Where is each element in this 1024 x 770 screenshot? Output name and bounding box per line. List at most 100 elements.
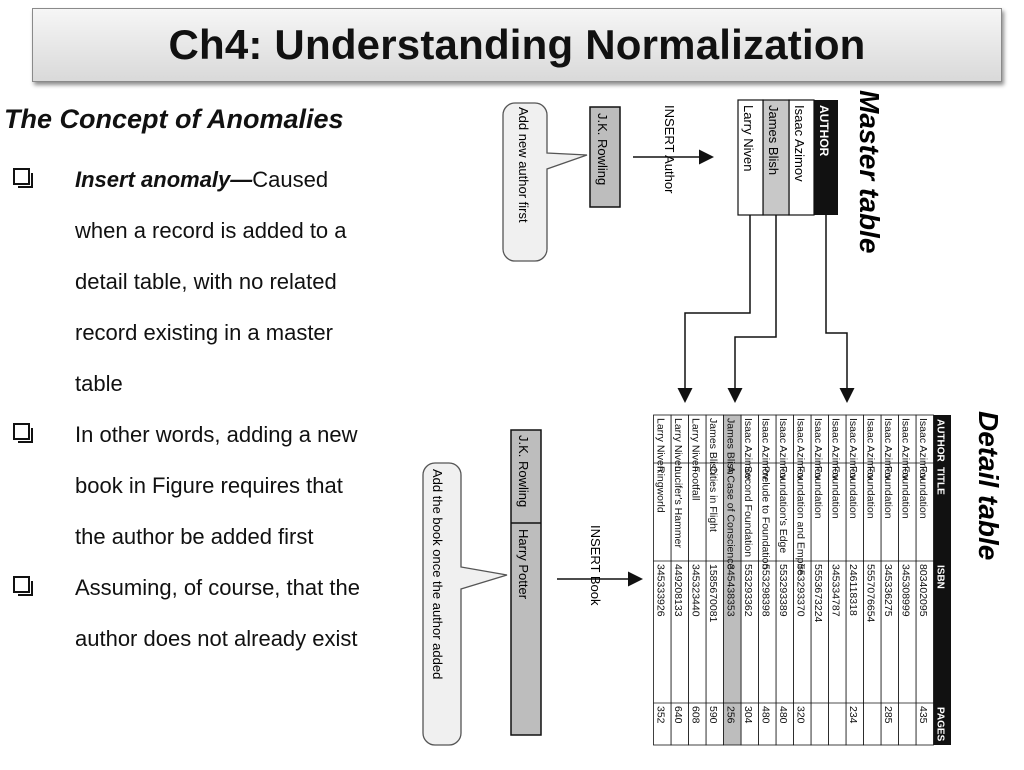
detail-row — [653, 414, 672, 746]
bullet-text: Insert anomaly—Caused when a record is a… — [75, 154, 370, 409]
new-author-box — [589, 106, 621, 208]
bullet-item: Assuming, of course, that the author doe… — [10, 562, 370, 664]
slide-title: Ch4: Understanding Normalization — [168, 21, 866, 68]
detail-cell-text: Foundation — [812, 466, 824, 519]
detail-cell-text: 553293362 — [742, 564, 754, 617]
detail-cell-text: 256 — [725, 706, 737, 724]
detail-cell-text: 553293389 — [777, 564, 789, 617]
callout-book-text: Add the book once the author added — [430, 469, 445, 679]
title-bar: Ch4: Understanding Normalization — [32, 8, 1002, 82]
detail-cell-text: 285 — [882, 706, 894, 724]
detail-header-cell — [933, 415, 951, 745]
master-row-label: James Blish — [766, 105, 781, 175]
bullet-body: In other words, adding a new book in Fig… — [75, 422, 358, 549]
detail-cell-text: Ringworld — [655, 466, 667, 513]
bullet-item: Insert anomaly—Caused when a record is a… — [10, 154, 370, 409]
detail-cell-text: 345308999 — [900, 564, 912, 617]
detail-cell-text: 640 — [672, 706, 684, 724]
detail-cell-text: 1585670081 — [707, 564, 719, 623]
bullet-body: Caused when a record is added to a detai… — [75, 167, 347, 396]
detail-cell-text: 803402095 — [917, 564, 929, 617]
master-row — [762, 99, 790, 216]
detail-cell-text: 234 — [847, 706, 859, 724]
detail-cell-text: James Blish — [725, 418, 737, 475]
bullet-text: In other words, adding a new book in Fig… — [75, 409, 370, 562]
detail-cell-text: 352 — [655, 706, 667, 724]
detail-cell-text: Isaac Azimov — [865, 418, 877, 481]
detail-cell-text: Lucifer's Hammer — [672, 466, 684, 548]
detail-cell-text: 590 — [707, 706, 719, 724]
detail-header-label: ISBN — [935, 565, 946, 589]
detail-header-label: PAGES — [935, 707, 946, 742]
detail-cell-text: 345323440 — [690, 564, 702, 617]
detail-header-label: TITLE — [935, 467, 946, 495]
insert-book-label: INSERT Book — [588, 525, 603, 606]
section-heading: The Concept of Anomalies — [4, 104, 344, 134]
detail-cell-text: 435 — [917, 706, 929, 724]
bullet-body: Assuming, of course, that the author doe… — [75, 575, 360, 651]
checkbox-bullet-icon — [13, 168, 33, 188]
detail-cell-text: Isaac Azimov — [900, 418, 912, 481]
detail-cell-text: Isaac Azimov — [777, 418, 789, 481]
master-header-label: AUTHOR — [817, 105, 831, 157]
new-author-label: J.K. Rowling — [595, 113, 610, 185]
master-row-label: Isaac Azimov — [792, 105, 807, 182]
detail-cell-text: 553293370 — [795, 564, 807, 617]
callout-book-bubble — [422, 462, 508, 746]
detail-cell-text: 246118318 — [847, 564, 859, 616]
detail-cell-text: Larry Niven — [672, 418, 684, 472]
connector-arrow-niven — [677, 215, 751, 403]
detail-cell-text: Isaac Azimov — [760, 418, 772, 481]
connector-arrow-blish — [727, 215, 777, 403]
detail-cell-text: Foundation and Empire — [795, 466, 807, 575]
detail-table-title: Detail table — [973, 411, 1004, 560]
detail-cell-text: 345333926 — [655, 564, 667, 617]
detail-cell-text: 553298398 — [760, 564, 772, 617]
detail-cell-text: Isaac Azimov — [830, 418, 842, 481]
detail-cell-text: Isaac Azimov — [882, 418, 894, 481]
detail-cell-text: 345336275 — [882, 564, 894, 617]
master-row — [737, 99, 764, 216]
callout-author-text: Add new author first — [516, 107, 531, 223]
new-book-box — [510, 429, 542, 736]
master-row-label: Larry Niven — [741, 105, 756, 171]
detail-cell-text: 304 — [742, 706, 754, 724]
detail-cell-text: 5557076654 — [865, 564, 877, 623]
detail-cell-text: 480 — [760, 706, 772, 724]
detail-cell-text: Isaac Azimov — [847, 418, 859, 481]
detail-cell-text: Foundation — [900, 466, 912, 519]
detail-cell-text: James Blish — [707, 418, 719, 475]
detail-cell-text: Foundation — [847, 466, 859, 519]
callout-author-bubble — [502, 102, 588, 262]
detail-cell-text: 5553673224 — [812, 564, 824, 623]
insert-author-label: INSERT Author — [662, 105, 677, 194]
detail-cell-text: Larry Niven — [690, 418, 702, 472]
detail-cell-text: Isaac Azimov — [742, 418, 754, 481]
detail-cell-text: A Case of Conscience — [725, 466, 737, 569]
bullet-list: Insert anomaly—Caused when a record is a… — [10, 154, 370, 664]
detail-cell-text: 320 — [795, 706, 807, 724]
detail-cell-text: 608 — [690, 706, 702, 724]
detail-header-label: AUTHOR — [935, 419, 946, 463]
bullet-text: Assuming, of course, that the author doe… — [75, 562, 370, 664]
detail-cell-text: Isaac Azimov — [917, 418, 929, 481]
detail-cell-text: 345334787 — [830, 564, 842, 617]
master-table-title: Master table — [854, 90, 885, 253]
detail-cell-text: Larry Niven — [655, 418, 667, 472]
master-table: AUTHOR Isaac Azimov James Blish Larry Ni… — [737, 99, 838, 216]
new-book-author: J.K. Rowling — [516, 435, 531, 507]
master-row — [788, 99, 815, 216]
detail-cell-text: Foundation's Edge — [777, 466, 789, 553]
detail-cell-text: 345438353 — [725, 564, 737, 617]
bullet-item: In other words, adding a new book in Fig… — [10, 409, 370, 562]
detail-cell-text: Foundation — [865, 466, 877, 519]
bullet-emphasis: Insert anomaly— — [75, 167, 253, 192]
detail-cell-text: Second Foundation — [742, 466, 754, 557]
detail-cell-text: Foundation — [830, 466, 842, 519]
checkbox-bullet-icon — [13, 423, 33, 443]
detail-cell-text: Isaac Azimov — [795, 418, 807, 481]
detail-cell-text: Footfall — [690, 466, 702, 500]
normalization-figure: Master table AUTHOR Isaac Azimov James B… — [395, 85, 1015, 765]
detail-cell-text: Isaac Azimov — [812, 418, 824, 481]
detail-cell-text: Cities in Flight — [707, 466, 719, 532]
